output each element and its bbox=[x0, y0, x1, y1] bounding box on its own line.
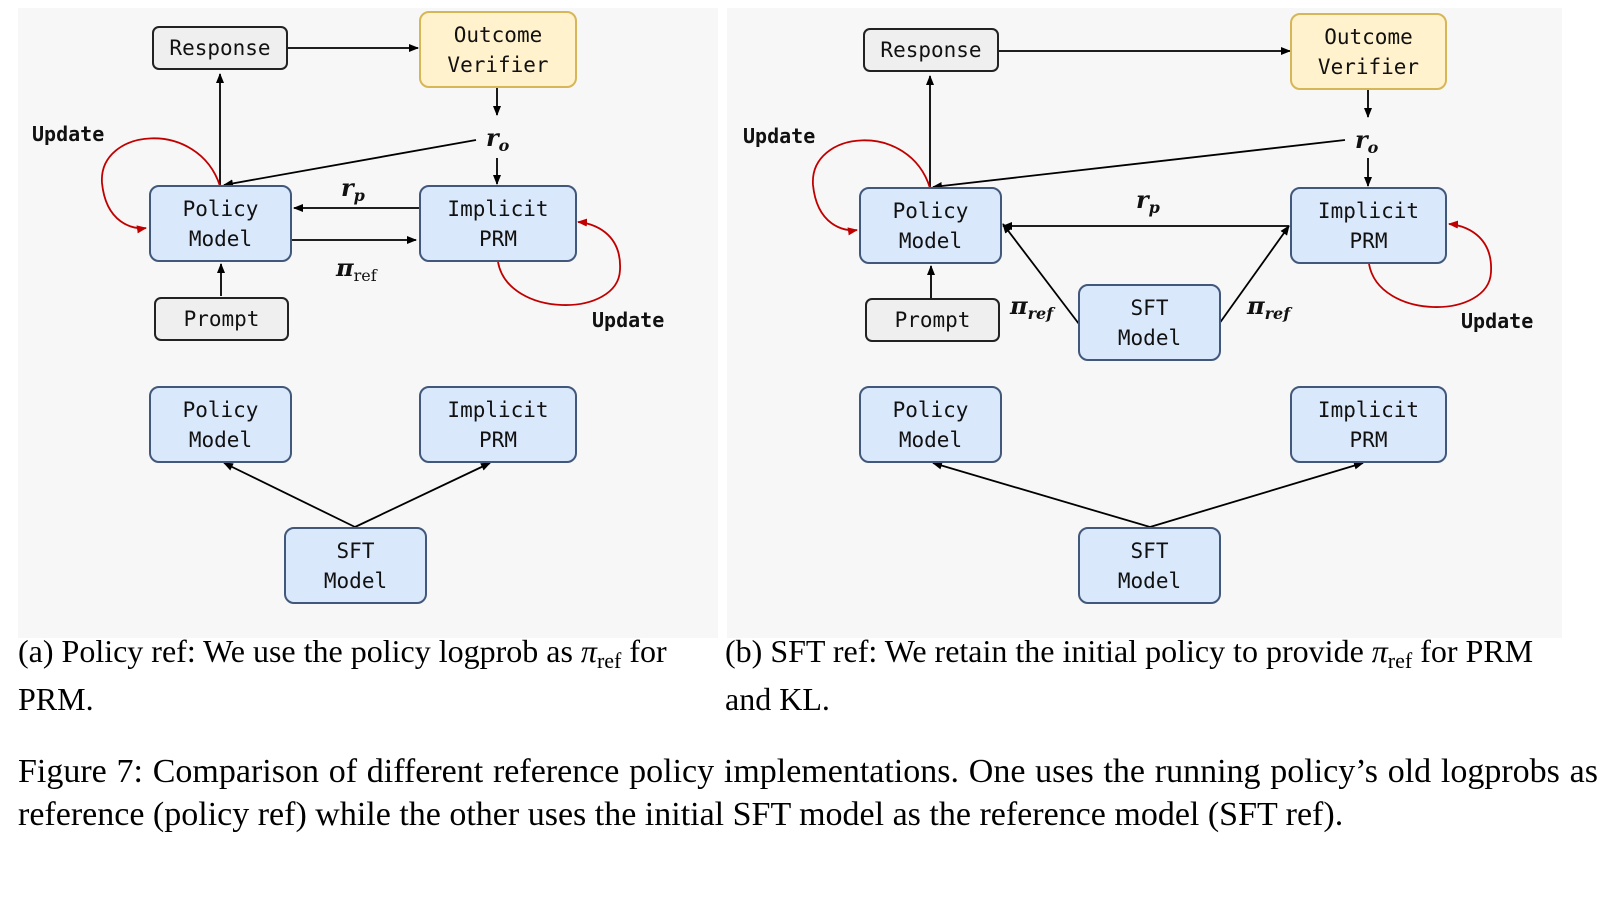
figure-caption: Figure 7: Comparison of different refere… bbox=[18, 753, 1598, 833]
update-label-left: Update bbox=[32, 122, 105, 146]
edge-update-loop-policy bbox=[812, 139, 931, 236]
edge-update-loop-prm bbox=[497, 218, 621, 306]
rp-symbol: rp bbox=[1136, 185, 1160, 217]
panel-a-diagram: Response Outcome Verifier Policy Model I… bbox=[18, 8, 718, 638]
panel-b-edges bbox=[812, 47, 1492, 528]
edge-sft-mid-to-prm bbox=[1218, 225, 1290, 325]
prompt-node: Prompt bbox=[154, 297, 289, 341]
rp-symbol: rp bbox=[341, 173, 365, 205]
implicit-prm-bottom-node: Implicit PRM bbox=[1290, 386, 1447, 463]
prompt-node: Prompt bbox=[865, 298, 1000, 342]
ro-symbol: ro bbox=[486, 123, 510, 155]
edge-sft-to-prm-bottom bbox=[1149, 461, 1364, 528]
edge-sft-mid-to-policy bbox=[1002, 223, 1080, 325]
panel-a-edges bbox=[101, 44, 621, 528]
policy-model-bottom-node: Policy Model bbox=[149, 386, 292, 463]
edge-sft-to-prm-bottom bbox=[354, 462, 491, 528]
piref-right-symbol: πref bbox=[1247, 291, 1291, 323]
sft-model-node: SFT Model bbox=[284, 527, 427, 604]
implicit-prm-node: Implicit PRM bbox=[419, 185, 577, 262]
sft-model-node: SFT Model bbox=[1078, 527, 1221, 604]
piref-left-symbol: πref bbox=[1010, 291, 1054, 323]
response-node: Response bbox=[152, 26, 288, 70]
edge-sft-to-policy-bottom bbox=[223, 462, 356, 528]
caption-a: (a) Policy ref: We use the policy logpro… bbox=[18, 633, 667, 717]
update-label-right: Update bbox=[592, 308, 665, 332]
panel-b-diagram: Response Outcome Verifier Policy Model I… bbox=[727, 8, 1562, 638]
edge-ro-to-policy bbox=[932, 139, 1346, 190]
update-label-left: Update bbox=[743, 124, 816, 148]
edge-update-loop-prm bbox=[1368, 220, 1492, 308]
policy-model-node: Policy Model bbox=[859, 187, 1002, 264]
caption-b: (b) SFT ref: We retain the initial polic… bbox=[725, 633, 1534, 717]
implicit-prm-node: Implicit PRM bbox=[1290, 187, 1447, 264]
sft-model-mid-node: SFT Model bbox=[1078, 284, 1221, 361]
ro-symbol: ro bbox=[1355, 125, 1379, 157]
outcome-verifier-node: Outcome Verifier bbox=[1290, 13, 1447, 90]
update-label-right: Update bbox=[1461, 309, 1534, 333]
edge-ro-to-policy bbox=[223, 139, 477, 188]
response-node: Response bbox=[863, 28, 999, 72]
policy-model-node: Policy Model bbox=[149, 185, 292, 262]
piref-symbol: πref bbox=[336, 253, 377, 285]
implicit-prm-bottom-node: Implicit PRM bbox=[419, 386, 577, 463]
edge-update-loop-policy bbox=[101, 137, 221, 234]
edge-sft-to-policy-bottom bbox=[932, 461, 1151, 528]
policy-model-bottom-node: Policy Model bbox=[859, 386, 1002, 463]
outcome-verifier-node: Outcome Verifier bbox=[419, 11, 577, 88]
